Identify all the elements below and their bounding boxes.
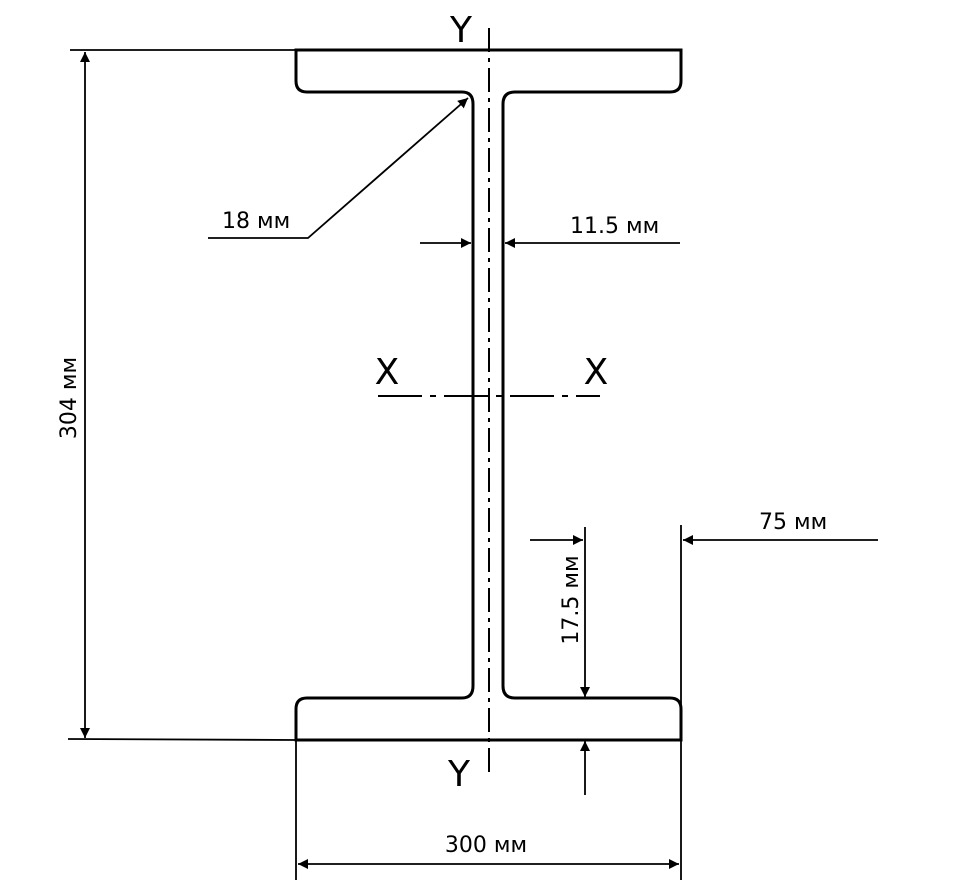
flange-thickness-label: 17.5 мм: [559, 555, 584, 644]
width-dimension-label: 300 мм: [445, 833, 527, 858]
x-axis-label-left: X: [375, 352, 400, 393]
height-extension-bottom: [67, 738, 297, 741]
fillet-radius-leader: [208, 97, 469, 239]
height-dimension-label: 304 мм: [57, 357, 82, 439]
fillet-radius-label: 18 мм: [222, 209, 290, 234]
y-axis-label-bottom: Y: [447, 754, 471, 795]
y-axis-label-top: Y: [449, 10, 473, 51]
x-axis-label-right: X: [584, 352, 609, 393]
flange-overhang-label: 75 мм: [759, 510, 827, 535]
web-thickness-label: 11.5 мм: [570, 214, 659, 239]
